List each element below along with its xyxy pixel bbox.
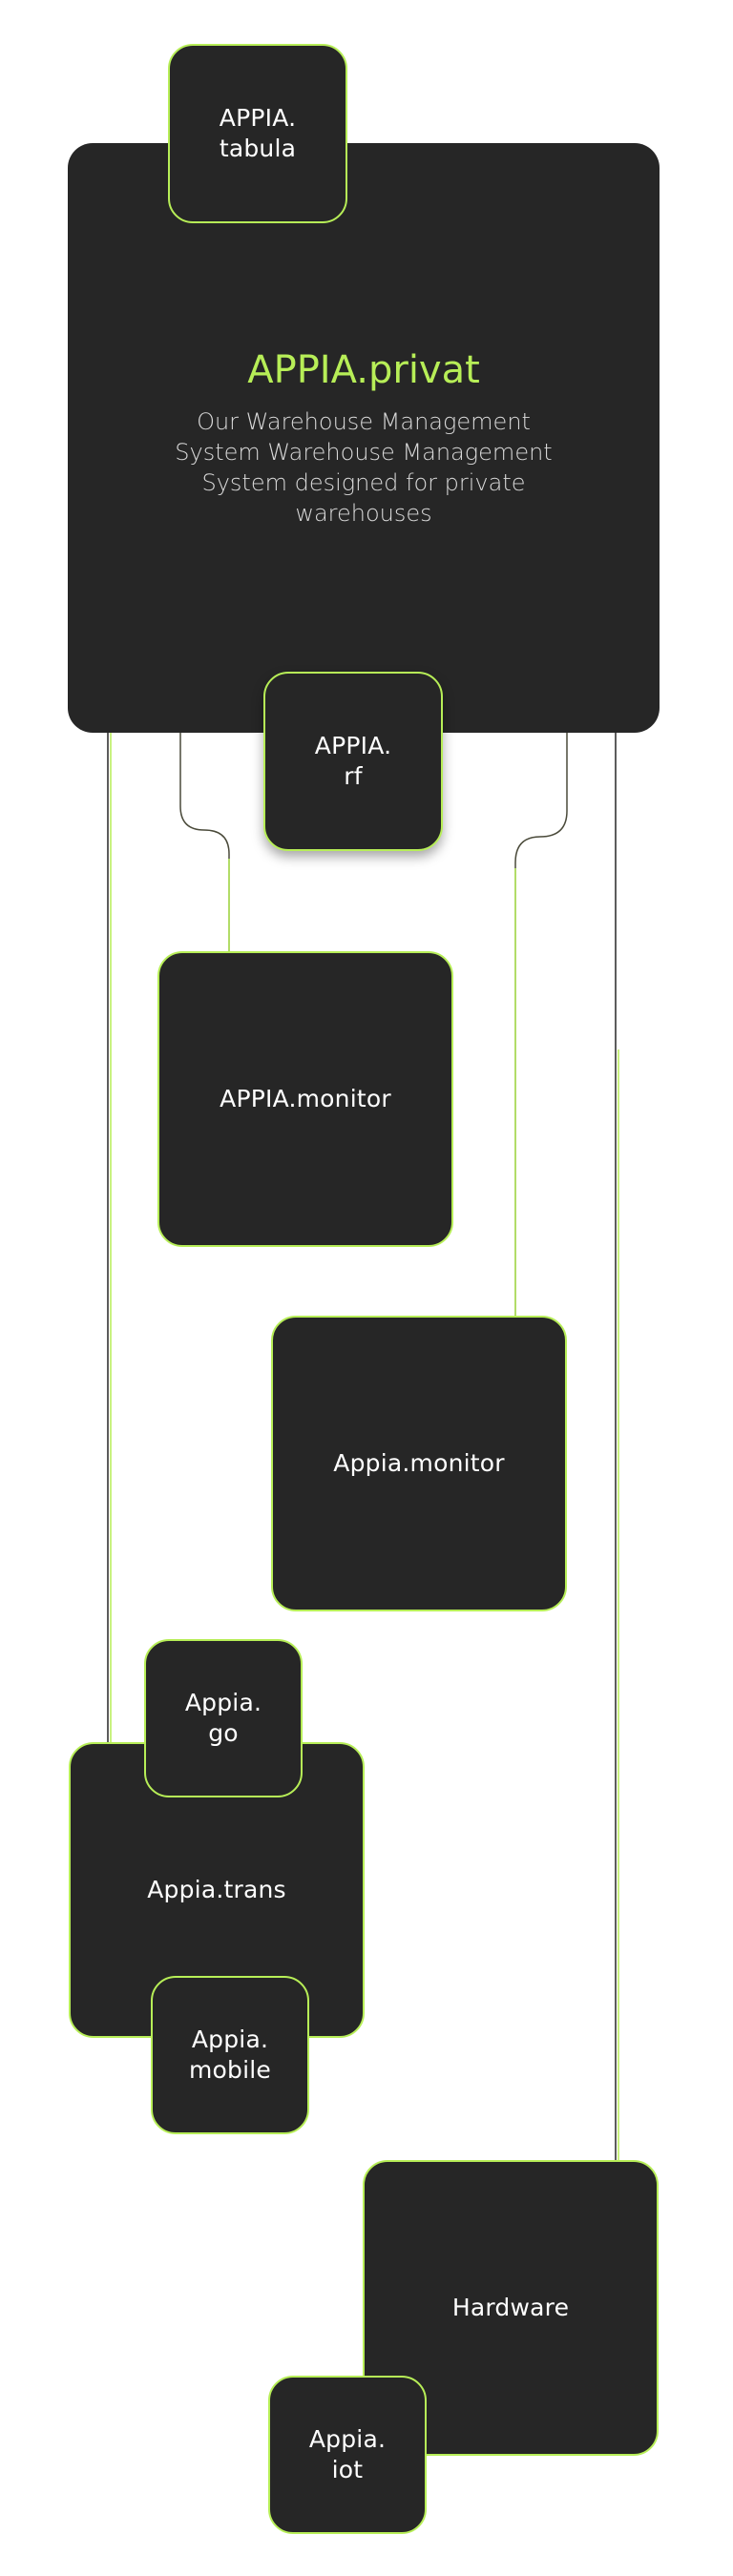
appia-privat-title: APPIA.privat [247,348,480,392]
connector-privat-to-monitor-lower [514,733,568,1317]
connector-privat-to-monitor [179,733,230,952]
appia-tabula-card[interactable]: APPIA. tabula [168,44,347,223]
appia-mobile-label: Appia. mobile [189,2025,271,2084]
appia-tabula-label: APPIA. tabula [219,104,297,162]
appia-monitor-upper-card[interactable]: APPIA.monitor [157,951,453,1247]
appia-mobile-card[interactable]: Appia. mobile [151,1976,309,2134]
appia-privat-card[interactable]: APPIA.privat Our Warehouse Management Sy… [68,143,660,733]
appia-iot-card[interactable]: Appia. iot [268,2376,427,2534]
appia-monitor-lower-label: Appia.monitor [333,1449,505,1477]
appia-privat-description: Our Warehouse Management System Warehous… [175,408,553,527]
appia-monitor-lower-card[interactable]: Appia.monitor [271,1316,567,1611]
appia-rf-label: APPIA. rf [314,732,392,790]
appia-iot-label: Appia. iot [308,2425,387,2483]
appia-trans-label: Appia.trans [147,1876,286,1903]
appia-rf-card[interactable]: APPIA. rf [263,672,443,851]
appia-monitor-upper-label: APPIA.monitor [220,1085,391,1112]
appia-go-label: Appia. go [184,1689,262,1747]
appia-go-card[interactable]: Appia. go [144,1639,303,1797]
hardware-label: Hardware [451,2294,570,2321]
